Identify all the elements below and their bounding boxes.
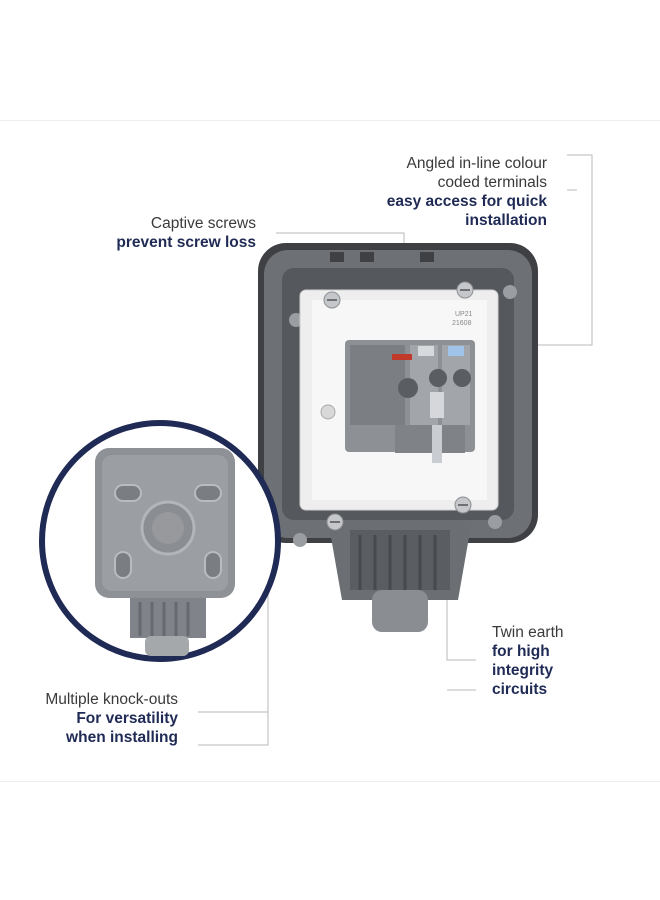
callout-earth-line1: Twin earth <box>492 624 564 641</box>
callout-terminals: Angled in-line colour coded terminals ea… <box>330 154 547 230</box>
callout-terminals-line2: coded terminals <box>437 174 547 191</box>
callout-earth-line4: circuits <box>492 681 548 698</box>
callout-screws: Captive screws prevent screw loss <box>80 214 256 252</box>
knockout-inset <box>39 420 281 662</box>
callout-knockouts-line1: Multiple knock-outs <box>45 691 178 708</box>
knockout-bottom-right <box>204 551 222 579</box>
callout-terminals-line1: Angled in-line colour <box>406 155 547 172</box>
callout-screws-line2: prevent screw loss <box>116 234 256 251</box>
callout-earth-line2: for high <box>492 643 550 660</box>
knockout-top-right <box>194 484 222 502</box>
cable-gland <box>328 520 472 632</box>
callout-knockouts: Multiple knock-outs For versatility when… <box>18 690 178 747</box>
knockout-bottom-left <box>114 551 132 579</box>
terminal-tag-1: UP21 <box>455 311 473 318</box>
callout-knockouts-line3: when installing <box>66 729 178 746</box>
callout-earth-line3: integrity <box>492 662 554 679</box>
callout-terminals-line3: easy access for quick <box>386 193 547 210</box>
callout-knockouts-line2: For versatility <box>76 710 178 727</box>
knockout-top-left <box>114 484 142 502</box>
terminal-tag-2: 21608 <box>452 320 472 327</box>
terminal-block <box>345 340 475 463</box>
callout-terminals-line4: installation <box>465 212 547 229</box>
callout-screws-line1: Captive screws <box>150 215 256 232</box>
callout-earth: Twin earth for high integrity circuits <box>492 623 642 699</box>
